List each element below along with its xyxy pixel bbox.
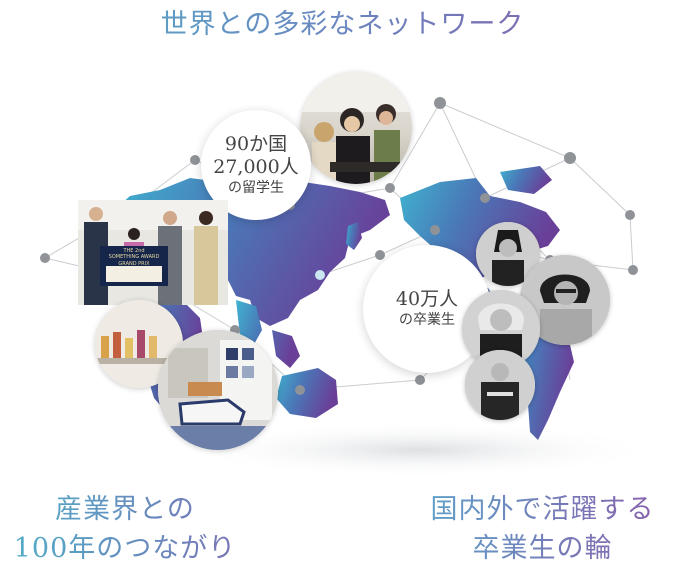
alumni-network-caption: 国内外で活躍する 卒業生の輪: [400, 490, 685, 568]
shoe-design-photo: [158, 330, 278, 450]
award-sign-line1: THE 2nd: [123, 248, 145, 254]
alumni-caption-line2: 卒業生の輪: [472, 533, 613, 565]
alumni-label: の卒業生: [399, 312, 455, 329]
award-sign-line3: GRAND PRIX: [118, 260, 150, 267]
award-ceremony-photo: THE 2nd SOMETHING AWARD GRAND PRIX: [78, 200, 228, 305]
students-photo: [300, 72, 412, 184]
industry-connection-caption: 産業界との 100年のつながり: [0, 490, 250, 568]
continent-australia: [276, 368, 338, 418]
continent-japan: [346, 222, 362, 250]
students-countries: 90か国: [224, 132, 288, 155]
page-title: 世界との多彩なネットワーク: [0, 2, 685, 41]
students-count: 27,000人: [213, 156, 299, 179]
industry-caption-line2: 100年のつながり: [13, 533, 237, 565]
students-label: の留学生: [228, 180, 284, 196]
alumni-portrait-4: [465, 350, 535, 420]
continent-greenland: [500, 166, 552, 194]
alumni-count: 40万人: [395, 288, 459, 311]
continent-south-asia: [236, 300, 300, 368]
award-sign-line2: SOMETHING AWARD: [108, 254, 160, 261]
industry-caption-line1: 産業界との: [55, 494, 195, 525]
award-sign-text: THE 2nd SOMETHING AWARD GRAND PRIX: [100, 248, 168, 267]
alumni-caption-line1: 国内外で活躍する: [430, 494, 655, 525]
